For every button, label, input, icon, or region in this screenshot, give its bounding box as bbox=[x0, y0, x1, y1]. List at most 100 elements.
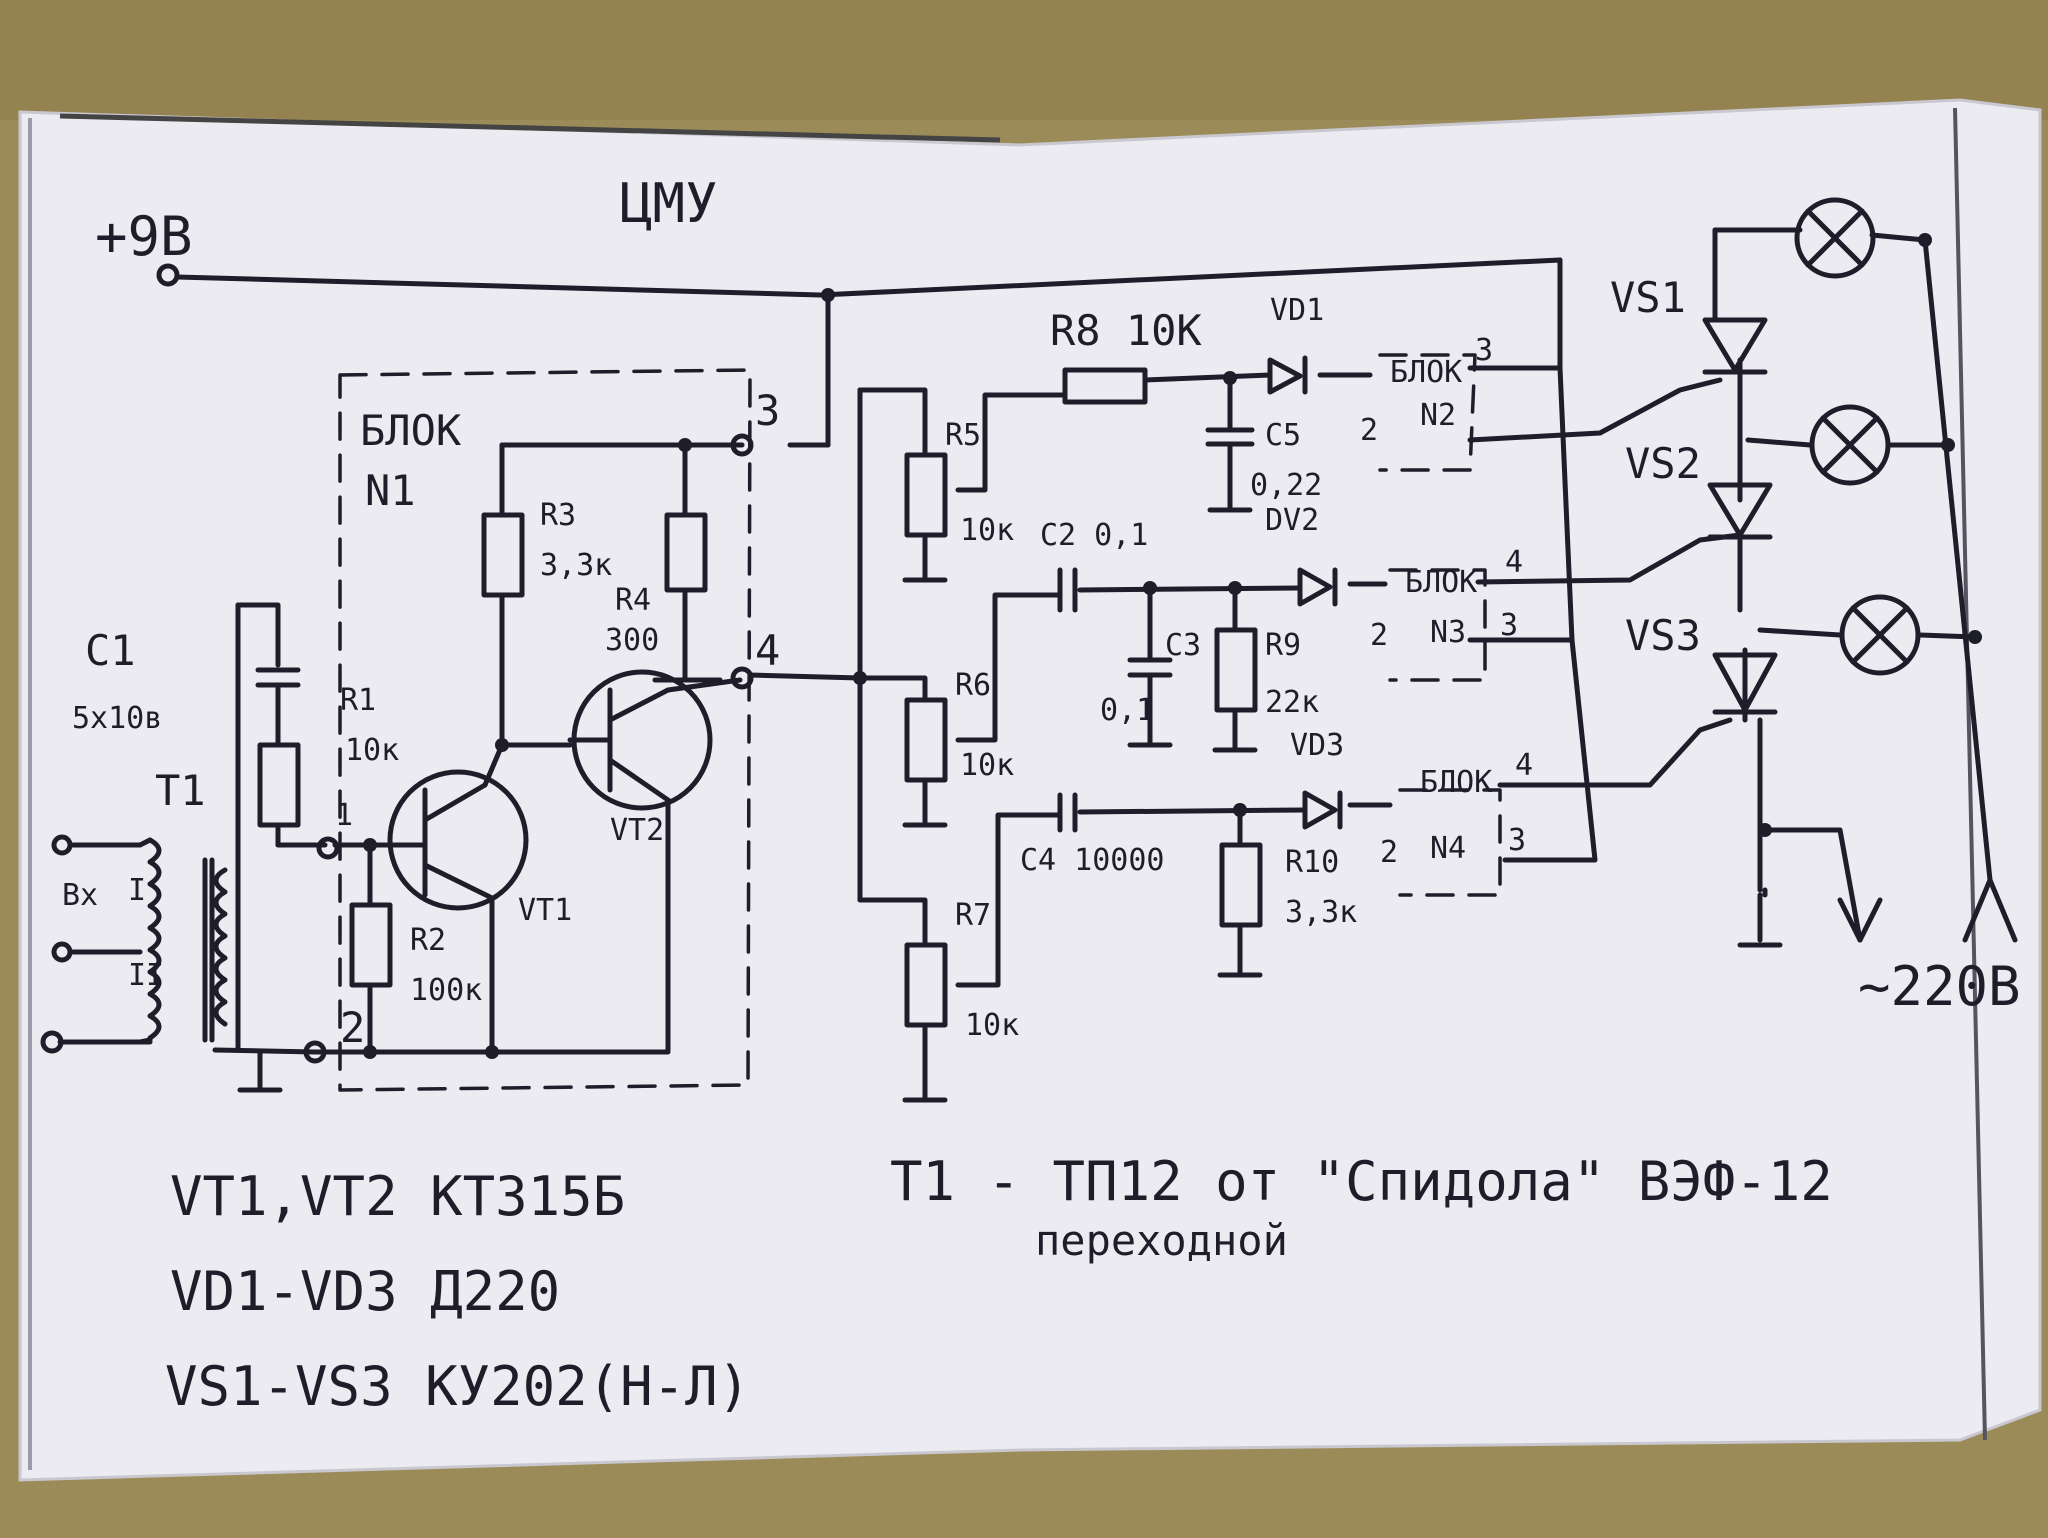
r3-resistor bbox=[481, 512, 525, 598]
vd3-diode bbox=[1302, 790, 1338, 830]
c1-value: 5x10в bbox=[72, 701, 162, 736]
block1-pin1: 1 bbox=[335, 798, 353, 833]
note-line-2: VD1-VD3 Д220 bbox=[170, 1260, 560, 1323]
vs3-thyristor bbox=[1712, 652, 1778, 713]
block1-pin4: 4 bbox=[755, 626, 780, 675]
block1-pin3: 3 bbox=[755, 386, 780, 435]
thyristors bbox=[1702, 317, 1778, 715]
r1-resistor bbox=[257, 742, 301, 828]
wires bbox=[57, 227, 2018, 1103]
block4-pin-right: 3 bbox=[1508, 823, 1526, 858]
block2-pin-left: 2 bbox=[1360, 413, 1378, 448]
input-label: Вх bbox=[62, 878, 98, 913]
lamps bbox=[1794, 197, 1921, 676]
c2-label: C2 0,1 bbox=[1040, 518, 1148, 553]
vs2-label: VS2 bbox=[1625, 439, 1701, 488]
plus9-label: +9В bbox=[95, 205, 193, 268]
r5-pot bbox=[904, 452, 948, 538]
winding-1: I bbox=[128, 873, 146, 908]
r7-pot bbox=[904, 942, 948, 1028]
block3-label: БЛОК bbox=[1405, 565, 1477, 600]
r10-resistor bbox=[1219, 842, 1263, 928]
c3-value: 0,1 bbox=[1100, 693, 1154, 728]
note-t1-sub: переходной bbox=[1035, 1216, 1288, 1265]
block2-num: N2 bbox=[1420, 398, 1456, 433]
vs3-label: VS3 bbox=[1625, 611, 1701, 660]
block2-label: БЛОК bbox=[1390, 355, 1462, 390]
r6-pot bbox=[904, 697, 948, 783]
r1-value: 10к bbox=[345, 733, 399, 768]
vs1-thyristor bbox=[1702, 317, 1768, 373]
r1-label: R1 bbox=[340, 683, 376, 718]
note-line-1: VT1,VT2 КТ315Б bbox=[170, 1165, 625, 1228]
c1-label: C1 bbox=[85, 626, 136, 675]
vs1-label: VS1 bbox=[1610, 273, 1686, 322]
r7-value: 10к bbox=[965, 1008, 1019, 1043]
dv2-label: DV2 bbox=[1265, 503, 1319, 538]
mains-label: ~220В bbox=[1858, 955, 2021, 1018]
winding-2: II bbox=[128, 958, 164, 993]
c3-label: C3 bbox=[1165, 628, 1201, 663]
vd1-label: VD1 bbox=[1270, 293, 1324, 328]
r2-value: 100к bbox=[410, 973, 482, 1008]
title-label: ЦМУ bbox=[620, 172, 718, 235]
labels: ЦМУ +9В ~220В БЛОК N1 3 4 1 2 C1 5x10в T… bbox=[62, 172, 2021, 1418]
r4-label: R4 bbox=[615, 583, 651, 618]
r9-label: R9 bbox=[1265, 628, 1301, 663]
vt1-transistor bbox=[387, 769, 529, 911]
r4-value: 300 bbox=[605, 623, 659, 658]
c4-label: C4 10000 bbox=[1020, 843, 1165, 878]
r5-label: R5 bbox=[945, 418, 981, 453]
r3-value: 3,3к bbox=[540, 548, 612, 583]
block3-pin-top: 4 bbox=[1505, 545, 1523, 580]
r2-resistor bbox=[349, 902, 393, 988]
vt1-label: VT1 bbox=[518, 893, 572, 928]
lamp-2 bbox=[1809, 404, 1891, 486]
vd3-label: VD3 bbox=[1290, 728, 1344, 763]
paper-fold-right bbox=[1953, 107, 1987, 1441]
r8-label: R8 10К bbox=[1050, 306, 1202, 355]
block1-pin2: 2 bbox=[340, 1003, 365, 1052]
terminals bbox=[40, 233, 1982, 1064]
vs2-thyristor bbox=[1707, 482, 1773, 538]
block4-pin-left: 2 bbox=[1380, 835, 1398, 870]
t1-label: T1 bbox=[155, 766, 206, 815]
r3-label: R3 bbox=[540, 498, 576, 533]
r5-value: 10к bbox=[960, 513, 1014, 548]
lamp-1 bbox=[1794, 197, 1876, 279]
block3-pin-right: 3 bbox=[1500, 608, 1518, 643]
r6-label: R6 bbox=[955, 668, 991, 703]
block4-pin-top: 4 bbox=[1515, 748, 1533, 783]
note-line-3: VS1-VS3 КУ202(Н-Л) bbox=[165, 1355, 750, 1418]
resistors bbox=[257, 367, 1263, 1028]
block4-num: N4 bbox=[1430, 831, 1466, 866]
r4-resistor bbox=[664, 512, 708, 593]
r7-label: R7 bbox=[955, 898, 991, 933]
block3-pin-left: 2 bbox=[1370, 618, 1388, 653]
vt2-label: VT2 bbox=[610, 813, 664, 848]
block1-num: N1 bbox=[365, 466, 416, 515]
block4-label: БЛОК bbox=[1420, 765, 1492, 800]
dv2-diode bbox=[1297, 567, 1333, 607]
table-top-shade bbox=[0, 0, 2048, 120]
block3-num: N3 bbox=[1430, 615, 1466, 650]
r10-label: R10 bbox=[1285, 845, 1339, 880]
r6-value: 10к bbox=[960, 748, 1014, 783]
diodes bbox=[1267, 355, 1343, 830]
c5-value: 0,22 bbox=[1250, 468, 1322, 503]
paper-top-border bbox=[59, 113, 1001, 143]
block1-label: БЛОК bbox=[360, 406, 462, 455]
block2-pin-top: 3 bbox=[1475, 333, 1493, 368]
vd1-diode bbox=[1267, 357, 1303, 395]
note-t1: T1 - ТП12 от "Спидола" ВЭФ-12 bbox=[890, 1150, 1833, 1213]
lamp-3 bbox=[1839, 594, 1921, 676]
r9-resistor bbox=[1214, 627, 1258, 713]
series-caps bbox=[1057, 567, 1078, 833]
r9-value: 22к bbox=[1265, 685, 1319, 720]
r2-label: R2 bbox=[410, 923, 446, 958]
c5-label: C5 bbox=[1265, 418, 1301, 453]
r8-resistor bbox=[1062, 367, 1148, 405]
r10-value: 3,3к bbox=[1285, 895, 1357, 930]
